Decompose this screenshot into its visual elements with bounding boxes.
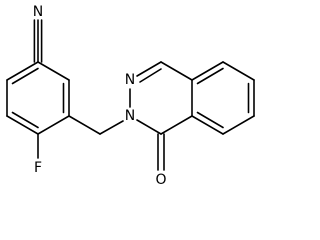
bond-n3-c4-inner [139, 68, 162, 83]
structure-canvas: N F N N O [6, 4, 255, 188]
atom-label-ring-n: N [125, 72, 135, 88]
bond-c8-c8a [191, 115, 224, 135]
bond-c4-c4a [160, 61, 193, 81]
bond-c4a-c5 [191, 61, 224, 81]
bond-c8-c8a-inner [196, 111, 224, 129]
bond-ring-d-inner [11, 111, 39, 129]
bond-ring-c [37, 115, 70, 135]
bond-ring-ch2 [68, 115, 101, 135]
bond-c1-n2 [136, 119, 162, 135]
bond-ring-f [6, 61, 39, 81]
bond-c4a-c5-inner [196, 67, 224, 85]
bond-c7-c8 [222, 115, 255, 135]
atom-label-fluorine: F [34, 160, 42, 176]
molecule-drawing: N F N N O [6, 4, 255, 188]
atom-label-amide-n: N [125, 108, 135, 124]
atom-label-oxygen: O [155, 172, 166, 188]
bond-c5-c6 [222, 61, 255, 81]
atom-label-nitrile-n: N [33, 4, 43, 20]
bond-ring-a [37, 61, 70, 81]
bond-n3-c4 [136, 61, 162, 77]
bond-ch2-n [99, 120, 124, 135]
bond-ring-f-inner [11, 67, 39, 85]
bond-ring-d [6, 115, 39, 135]
bond-c8a-c1 [160, 115, 193, 135]
